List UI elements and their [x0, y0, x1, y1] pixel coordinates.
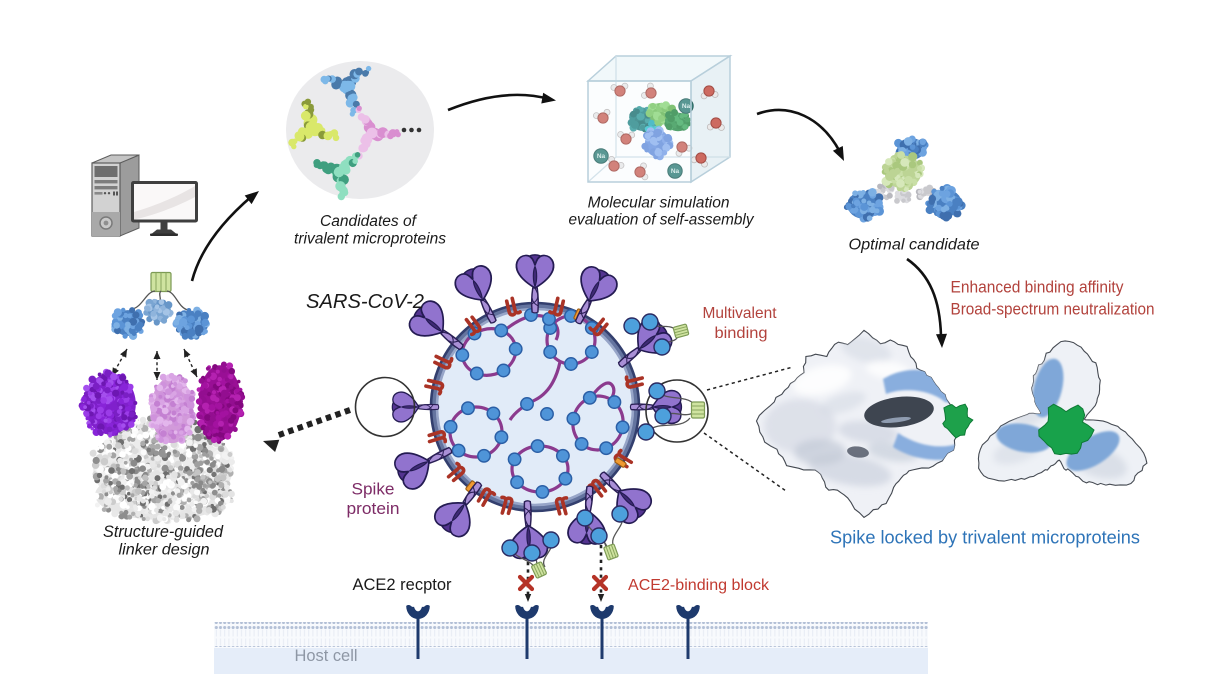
svg-text:Candidates of: Candidates of: [320, 213, 418, 230]
svg-text:linker design: linker design: [119, 542, 210, 559]
svg-text:SARS-CoV-2: SARS-CoV-2: [306, 291, 424, 313]
svg-text:Enhanced binding affinity: Enhanced binding affinity: [951, 278, 1125, 297]
svg-text:Na: Na: [597, 153, 606, 160]
svg-text:Spike locked by trivalent micr: Spike locked by trivalent microproteins: [830, 528, 1140, 548]
svg-text:Host cell: Host cell: [295, 647, 358, 665]
svg-text:Spike: Spike: [352, 480, 395, 499]
svg-text:binding: binding: [715, 325, 768, 342]
svg-text:Molecular simulation: Molecular simulation: [588, 194, 730, 211]
svg-text:Na: Na: [671, 168, 680, 175]
svg-text:Optimal candidate: Optimal candidate: [849, 237, 980, 254]
svg-text:ACE2 recptor: ACE2 recptor: [353, 576, 453, 594]
svg-text:Na: Na: [682, 103, 691, 110]
svg-text:Broad-spectrum neutralization: Broad-spectrum neutralization: [951, 300, 1155, 319]
svg-text:trivalent microproteins: trivalent microproteins: [294, 231, 446, 248]
svg-text:Structure-guided: Structure-guided: [103, 523, 224, 541]
svg-text:protein: protein: [347, 499, 400, 518]
svg-text:Multivalent: Multivalent: [703, 305, 778, 322]
svg-text:ACE2-binding block: ACE2-binding block: [628, 577, 770, 594]
svg-text:evaluation of self-assembly: evaluation of self-assembly: [569, 212, 755, 229]
